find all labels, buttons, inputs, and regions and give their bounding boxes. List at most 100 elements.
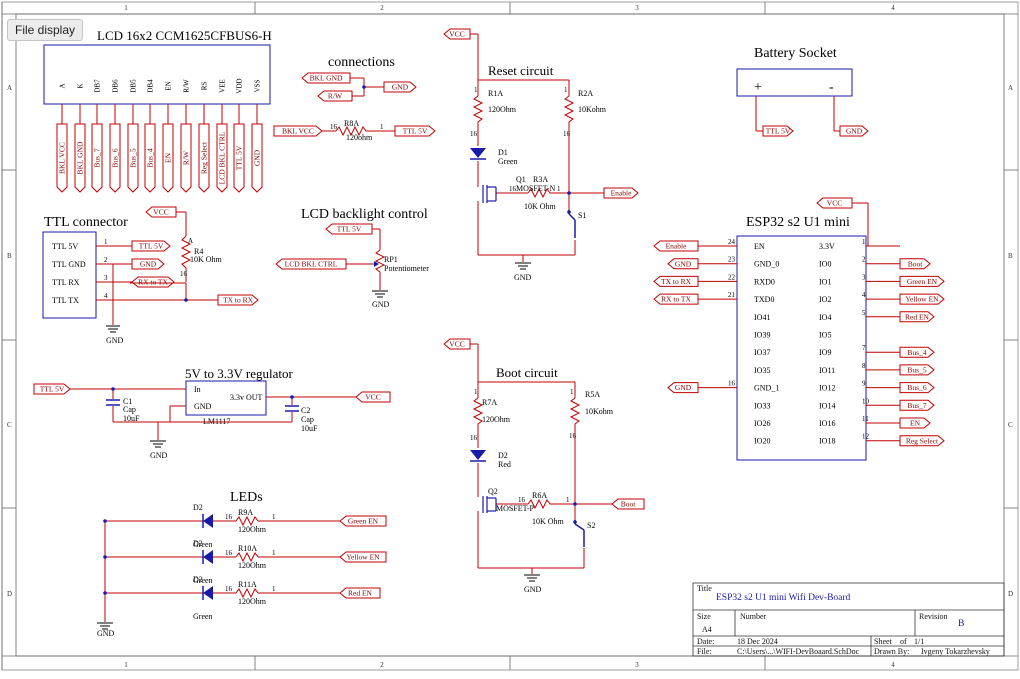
esp-left-net-0: Enable	[653, 240, 699, 252]
tb-revision-label: Revision	[919, 612, 947, 621]
esp-vcc-port-label: VCC	[827, 199, 842, 208]
frame-row-b: B	[7, 252, 12, 260]
ttl-vcc-port: VCC	[145, 206, 177, 218]
lcd-net-1: BKL GND	[74, 123, 86, 193]
tb-file: C:\Users\...\WIFI-DevBoaard.SchDoc	[737, 647, 860, 656]
esp-right-pin-num-4: 5	[862, 309, 866, 317]
lcd-net-4-label: Bus_5	[129, 148, 138, 167]
esp-right-pin-num-10: 11	[862, 415, 869, 423]
connections-title: connections	[328, 55, 395, 70]
esp-right-pin-num-0: 1	[862, 238, 866, 246]
reset-enable-port-label: Enable	[611, 189, 632, 198]
tb-sheet-label: Sheet	[874, 637, 893, 646]
lcd-net-0-label: BKL VCC	[58, 142, 67, 174]
led-0-ref: D2	[193, 503, 203, 512]
battery-gnd-port-label: GND	[846, 127, 863, 136]
c2-type: Cap	[301, 415, 314, 424]
frame-col-4: 4	[891, 4, 895, 12]
boot-section: Boot circuit	[470, 343, 614, 594]
regulator-vcc-port: VCC	[355, 391, 391, 403]
esp-right-net-9-label: Bus_7	[907, 401, 926, 410]
frame-row-b-right: B	[1008, 252, 1013, 260]
tb-size-label: Size	[697, 612, 711, 621]
lcd-net-2: Bus_7	[91, 123, 103, 193]
esp-left-pin-2: RXD0	[754, 277, 775, 286]
backlight-section: LCD backlight control RP1 Potentiometer …	[301, 207, 429, 309]
esp-right-net-2-label: Green EN	[907, 277, 938, 286]
ttl-pin-3: TTL TX	[52, 296, 79, 305]
esp-right-net-1-label: Boot	[908, 259, 924, 268]
ttl-net-1: GND	[131, 258, 165, 270]
ttl-pin-number-1: 2	[104, 256, 108, 264]
ttl-pin-number-3: 4	[104, 292, 108, 300]
r3a-value: 10K Ohm	[524, 202, 557, 211]
frame-col-3: 3	[635, 4, 639, 12]
esp-left-net-2-label: TX to RX	[661, 277, 692, 286]
battery-ttl5v-port-label: TTL 5V	[766, 127, 791, 136]
led-1-color: Green	[193, 576, 213, 585]
c1-value: 10uF	[123, 414, 140, 423]
esp-right-net-7: Bus_5	[899, 364, 935, 376]
battery-plus: +	[754, 80, 762, 95]
esp-right-net-4: Red EN	[899, 311, 935, 323]
r4-pin-a: A	[188, 237, 193, 245]
conn-rw-port: R/W	[317, 90, 353, 102]
s2-label: S2	[587, 521, 595, 530]
boot-vcc-port-label: VCC	[449, 340, 464, 349]
esp-section: ESP32 s2 U1 mini EN24EnableGND_023GNDRXD…	[653, 203, 945, 461]
esp-right-net-9: Bus_7	[899, 399, 935, 411]
lcd-net-10: TTL 5V	[233, 123, 245, 193]
lcd-net-3: Bus_6	[109, 123, 121, 193]
esp-left-net-8: GND	[667, 382, 699, 394]
led-1-net-port-label: Yellow EN	[346, 553, 380, 562]
ttl-vcc-port-label: VCC	[153, 208, 168, 217]
esp-left-pin-4: IO41	[754, 313, 770, 322]
ttl-pin-2: TTL RX	[52, 278, 80, 287]
esp-left-net-1: GND	[667, 258, 699, 270]
backlight-ttl5v-port: TTL 5V	[325, 223, 373, 235]
rp1-label: RP1	[384, 255, 398, 264]
q2-label: Q2	[488, 487, 498, 496]
led-0-color: Green	[193, 540, 213, 549]
q1-value: MOSFET-N	[516, 184, 555, 193]
ttl-pin-number-0: 1	[104, 238, 108, 246]
ttl-pin-0: TTL 5V	[52, 242, 78, 251]
r4-pin-16: 16	[180, 270, 188, 278]
boot-gnd-label: GND	[524, 585, 542, 594]
tb-title: ESP32 s2 U1 mini Wifi Dev-Board	[716, 592, 851, 603]
esp-right-pin-num-11: 12	[862, 433, 870, 441]
ttl-gnd-label: GND	[106, 336, 124, 345]
esp-left-net-0-label: Enable	[666, 242, 687, 251]
led-0-net-port-label: Green EN	[348, 517, 379, 526]
esp-right-pin-num-6: 7	[862, 344, 866, 352]
lcd-net-10-label: TTL 5V	[235, 145, 244, 170]
esp-title: ESP32 s2 U1 mini	[746, 215, 850, 230]
lcd-net-6: EN	[162, 123, 174, 193]
r2a-label: R2A	[578, 89, 593, 98]
led-2-net-port: Red EN	[339, 587, 381, 599]
esp-right-pin-3: IO2	[819, 295, 831, 304]
frame-row-d-right: D	[1008, 590, 1013, 598]
ttl-connector-body	[42, 231, 97, 319]
regulator-title: 5V to 3.3V regulator	[185, 366, 294, 381]
ttl-gnd-symbol	[106, 325, 120, 333]
esp-right-pin-11: IO18	[819, 437, 835, 446]
conn-gnd-port-label: GND	[392, 83, 409, 92]
esp-right-pin-num-2: 3	[862, 273, 866, 281]
esp-left-net-2: TX to RX	[653, 275, 699, 287]
lcd-pin-10: VDD	[236, 78, 244, 93]
led-1-net-port: Yellow EN	[339, 551, 387, 563]
tb-drawn-by: Ivgeny Tokarzhevsky	[921, 647, 990, 656]
tb-date-label: Date:	[697, 637, 714, 646]
esp-right-net-2: Green EN	[899, 275, 945, 287]
led-0-pin1: 1	[272, 513, 276, 521]
led-0-pin16: 16	[225, 513, 233, 521]
file-display-button[interactable]: File display	[7, 19, 84, 41]
regulator-gnd-symbol	[150, 440, 166, 448]
r4-value: 10K Ohm	[190, 255, 223, 264]
esp-left-net-3-label: RX to TX	[661, 295, 691, 304]
